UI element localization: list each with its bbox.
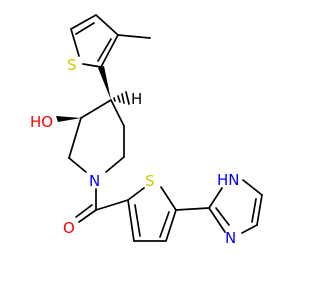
bond-c3-c2-inner — [97, 38, 112, 62]
bond-c5-c4 — [70, 14, 97, 30]
bond-c-o-1 — [78, 209, 97, 223]
stereo-hydrogen-label: H — [131, 90, 142, 108]
imidazole-nitrogen-label: N — [225, 229, 236, 247]
bond-c4-c3 — [95, 14, 119, 36]
bond-carbonyl-thiophene — [95, 199, 129, 211]
bond-c3-c2 — [127, 199, 135, 242]
bond-n1-c5 — [242, 179, 263, 196]
bond-c2-c3 — [68, 117, 82, 159]
thiophene-sulfur-label: S — [145, 172, 155, 190]
piperidine-nitrogen-label: N — [89, 172, 100, 190]
wedge-bond-c4-thiophene — [98, 66, 111, 100]
bond-thiophene-imidazole — [175, 207, 210, 211]
bond-c6-n — [105, 156, 125, 173]
piperidine-ring — [56, 66, 130, 173]
hash-bond-c4-h — [113, 91, 130, 105]
bond-c4-c5 — [110, 99, 125, 127]
bond-n3-c2-inner — [215, 207, 230, 226]
imidazole-ring — [208, 179, 263, 234]
bond-n-c2 — [68, 157, 87, 173]
hydroxyl-label: HO — [30, 113, 53, 131]
bond-c-o-2 — [75, 204, 93, 218]
bond-c5-c4-inner — [159, 211, 170, 238]
bond-c3-c2-inner — [134, 204, 141, 237]
bond-c4-n3 — [241, 224, 258, 234]
imidazole-nh-label: HN — [217, 171, 240, 189]
bond-c2-s — [127, 187, 145, 201]
wedge-bond-c3-oh — [56, 116, 81, 122]
bond-c5-c4-inner — [251, 198, 257, 223]
thiophene-ring — [127, 186, 210, 242]
chemical-structure-diagram: HO S H N O S HN N — [30, 14, 263, 247]
bond-c3-c2 — [100, 34, 119, 68]
bond-c5-c4 — [165, 209, 177, 242]
bond-s-c5 — [70, 28, 80, 57]
bond-c2-n1 — [208, 187, 223, 209]
bond-c5-c4 — [256, 194, 263, 226]
methylthiophene-ring — [70, 14, 151, 68]
bond-n3-c2 — [208, 207, 226, 233]
bond-c5-c4-inner — [75, 22, 95, 35]
bond-c2-s — [82, 63, 102, 68]
methyl-thiophene-sulfur-label: S — [67, 56, 77, 74]
carbonyl-group — [75, 188, 129, 223]
bond-s-c5 — [160, 186, 177, 211]
bond-c3-methyl — [117, 34, 151, 39]
bond-c3-c4 — [80, 99, 112, 119]
carbonyl-oxygen-label: O — [63, 219, 75, 237]
